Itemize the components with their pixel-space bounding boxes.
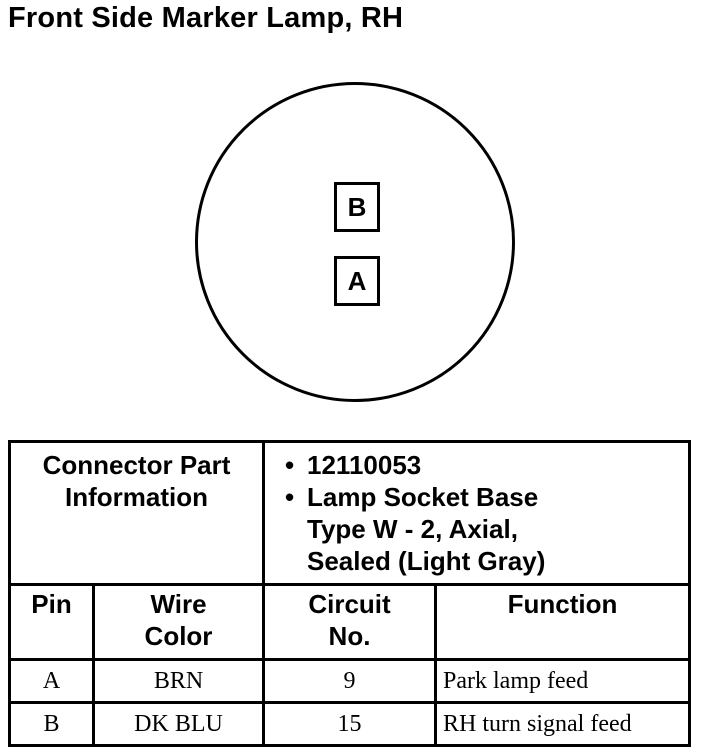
wire-color-cell: DK BLU [92, 701, 265, 747]
function-header-text: Function [507, 589, 618, 619]
function-cell: RH turn signal feed [433, 701, 692, 747]
connector-info-table: Connector Part Information • 12110053 • … [8, 440, 692, 747]
wire-color-cell: BRN [92, 658, 265, 704]
wire-color-header-line1: Wire [150, 589, 207, 619]
column-header-row: Pin Wire Color Circuit No. Function [8, 583, 692, 661]
circuit-header-line2: No. [328, 621, 371, 651]
function-cell: Park lamp feed [433, 658, 692, 704]
connector-part-info: • 12110053 • Lamp Socket Base Type W - 2… [261, 440, 692, 586]
wire-color-column-header: Wire Color [92, 583, 265, 661]
pin-cell: A [8, 658, 95, 704]
connector-part-row: Connector Part Information • 12110053 • … [8, 440, 692, 586]
function-column-header: Function [433, 583, 692, 661]
pin-cell: B [8, 701, 95, 747]
part-description-line3: Sealed (Light Gray) [307, 546, 546, 576]
table-row: B DK BLU 15 RH turn signal feed [8, 701, 692, 747]
bullet-icon: • [285, 482, 295, 512]
wire-color-header-line2: Color [144, 621, 213, 651]
part-description-line1: Lamp Socket Base [307, 482, 539, 512]
circuit-cell: 15 [262, 701, 437, 747]
table-row: A BRN 9 Park lamp feed [8, 658, 692, 704]
part-number: 12110053 [307, 450, 422, 480]
pin-b-cavity: B [334, 182, 380, 232]
circuit-column-header: Circuit No. [262, 583, 437, 661]
bullet-icon: • [285, 450, 295, 480]
circuit-header-line1: Circuit [308, 589, 391, 619]
page-title: Front Side Marker Lamp, RH [8, 2, 404, 34]
connector-part-label-line1: Connector Part [42, 450, 231, 480]
circuit-cell: 9 [262, 658, 437, 704]
pin-a-cavity: A [334, 256, 380, 306]
pin-header-text: Pin [31, 589, 72, 619]
part-description-line2: Type W - 2, Axial, [307, 514, 518, 544]
connector-part-label: Connector Part Information [8, 440, 265, 586]
connector-face-diagram [195, 82, 515, 402]
connector-part-label-line2: Information [65, 482, 208, 512]
pin-column-header: Pin [8, 583, 95, 661]
